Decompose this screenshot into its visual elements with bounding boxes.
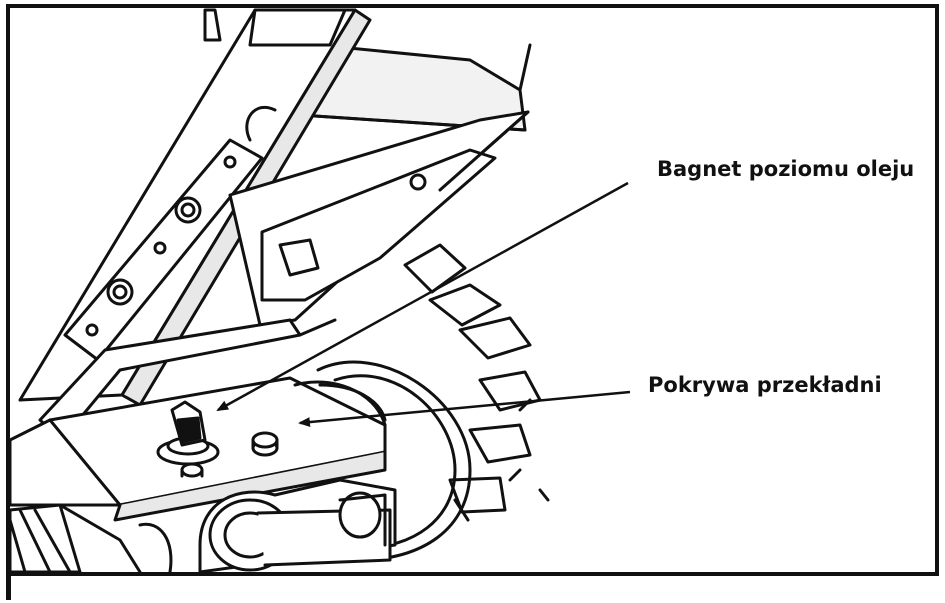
machine-drawing — [8, 8, 550, 574]
oil-dipstick — [156, 400, 220, 478]
tine-wheel — [316, 243, 550, 562]
dipstick-label: Bagnet poziomu oleju — [657, 157, 914, 181]
frame-stub — [6, 574, 11, 600]
gear-cover-label: Pokrywa przekładni — [648, 373, 882, 397]
support-frame — [228, 110, 530, 327]
mounting-plate — [63, 138, 264, 362]
dipstick-arrow — [216, 181, 629, 412]
shaft-assembly — [198, 478, 397, 574]
cover-bolt — [251, 431, 279, 457]
left-wheel — [8, 503, 173, 574]
gear-cover-arrow — [298, 390, 631, 428]
